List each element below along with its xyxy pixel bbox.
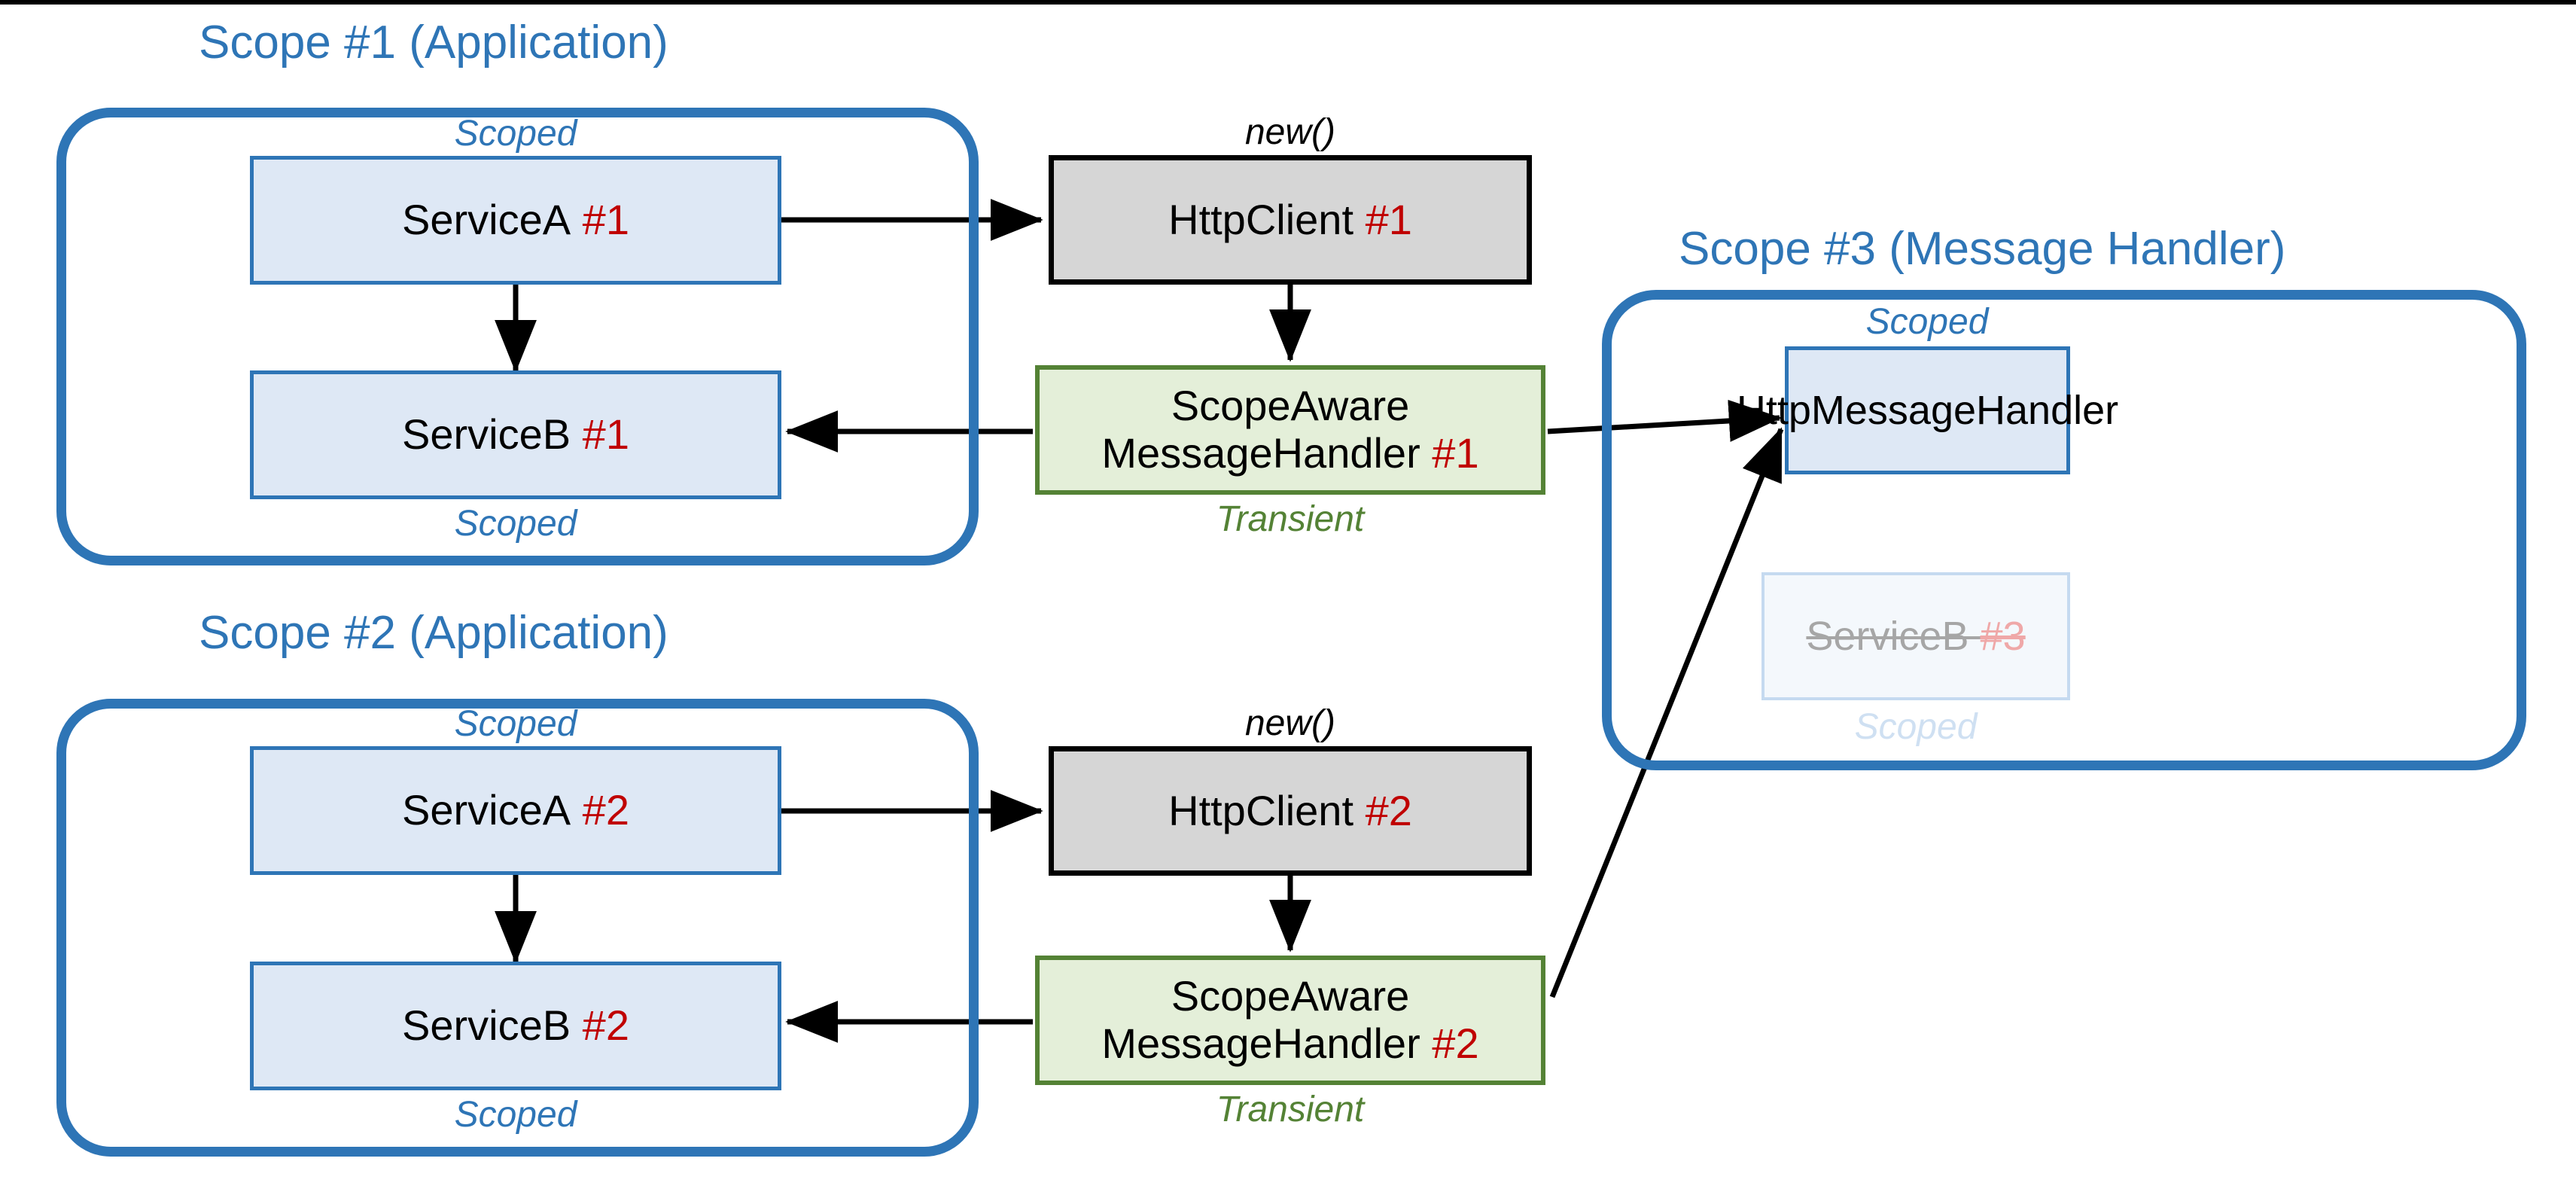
scope3-container	[1602, 290, 2526, 770]
servicea-2-name: ServiceA	[402, 786, 571, 834]
box-httpmessagehandler[interactable]: HttpMessageHandler	[1737, 346, 2118, 474]
httpmessagehandler-name: HttpMessageHandler	[1736, 387, 2119, 433]
box-scopeaware-messagehandler-2[interactable]: ScopeAware MessageHandler #2	[1035, 956, 1545, 1085]
scope1-servicea-lifetime: Scoped	[454, 114, 577, 154]
box-serviceb-2[interactable]: ServiceB #2	[250, 962, 781, 1090]
box-scopeaware-messagehandler-1[interactable]: ScopeAware MessageHandler #1	[1035, 365, 1545, 495]
serviceb-1-name: ServiceB	[402, 410, 571, 459]
top-black-bar	[0, 0, 2576, 5]
scopeaware-2-line2: MessageHandler	[1101, 1020, 1420, 1067]
scope2-serviceb-lifetime: Scoped	[454, 1095, 577, 1135]
scope2-servicea-lifetime: Scoped	[454, 704, 577, 744]
scope1-title: Scope #1 (Application)	[199, 17, 668, 69]
httpclient-1-instance: #1	[1365, 195, 1412, 243]
scope1-serviceb-lifetime: Scoped	[454, 504, 577, 544]
serviceb-3-instance: #3	[1980, 613, 2026, 659]
httpclient-2-lifetime: new()	[1244, 703, 1336, 743]
servicea-2-instance: #2	[582, 786, 629, 834]
servicea-1-instance: #1	[582, 196, 629, 244]
scope3-title: Scope #3 (Message Handler)	[1679, 223, 2286, 275]
box-httpclient-1[interactable]: HttpClient #1	[1049, 155, 1532, 285]
scopeaware-1-instance: #1	[1432, 429, 1479, 477]
scope2-container	[56, 699, 979, 1157]
scope3-serviceb-ghost-lifetime: Scoped	[1854, 707, 1978, 747]
httpclient-1-lifetime: new()	[1244, 112, 1336, 152]
scopeaware-1-line1: ScopeAware	[1171, 382, 1410, 430]
httpclient-1-name: HttpClient	[1168, 195, 1353, 243]
scopeaware-1-lifetime: Transient	[1216, 499, 1365, 539]
scopeaware-2-lifetime: Transient	[1216, 1090, 1365, 1129]
box-serviceb-3-ghost[interactable]: ServiceB #3	[1761, 572, 2070, 700]
serviceb-2-instance: #2	[582, 1001, 629, 1050]
scopeaware-2-line1: ScopeAware	[1171, 972, 1410, 1020]
httpclient-2-name: HttpClient	[1168, 786, 1353, 834]
box-servicea-2[interactable]: ServiceA #2	[250, 746, 781, 875]
box-httpclient-2[interactable]: HttpClient #2	[1049, 746, 1532, 876]
scopeaware-1-line2: MessageHandler	[1101, 429, 1420, 477]
scope2-title: Scope #2 (Application)	[199, 607, 668, 659]
box-serviceb-1[interactable]: ServiceB #1	[250, 370, 781, 499]
serviceb-1-instance: #1	[582, 410, 629, 459]
httpclient-2-instance: #2	[1365, 786, 1412, 834]
scope3-httpmessagehandler-lifetime: Scoped	[1865, 302, 1989, 342]
scope1-container	[56, 108, 979, 565]
scopeaware-2-instance: #2	[1432, 1020, 1479, 1067]
box-servicea-1[interactable]: ServiceA #1	[250, 156, 781, 285]
serviceb-2-name: ServiceB	[402, 1001, 571, 1050]
serviceb-3-name: ServiceB	[1806, 613, 1969, 659]
servicea-1-name: ServiceA	[402, 196, 571, 244]
